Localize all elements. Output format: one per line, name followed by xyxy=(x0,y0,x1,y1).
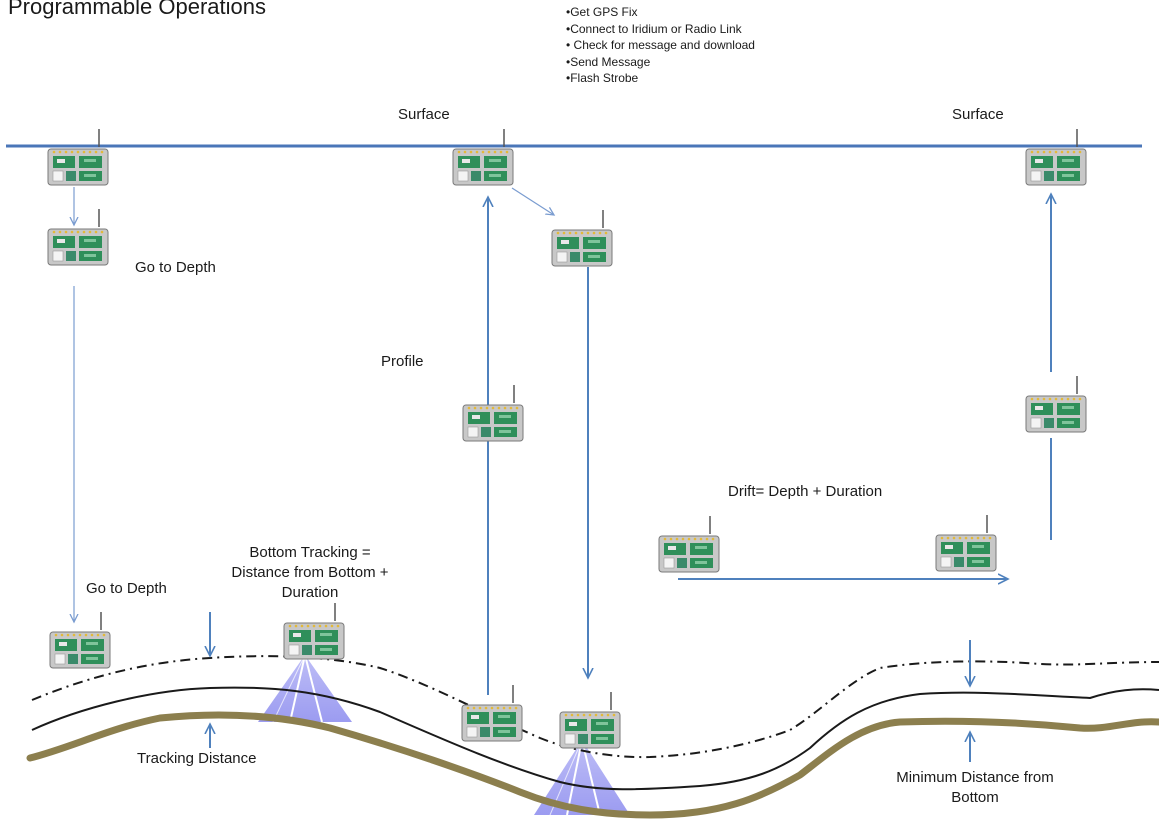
page-title: Programmable Operations xyxy=(8,0,267,19)
float-device-icon xyxy=(935,515,997,572)
arrow-surface-to-dive xyxy=(511,187,554,215)
bottom-tracking-label: Bottom Tracking = Distance from Bottom +… xyxy=(230,543,390,603)
bottom-tracking-line: Duration xyxy=(281,584,339,601)
go-to-depth-label-top: Go to Depth xyxy=(135,259,216,276)
surface-task-item: •Get GPS Fix xyxy=(566,5,638,19)
float-device-icon xyxy=(559,692,621,749)
tracking-distance-label: Tracking Distance xyxy=(137,750,257,767)
go-to-depth-label-bottom: Go to Depth xyxy=(86,580,167,597)
surface-label-left: Surface xyxy=(398,106,450,123)
surface-label-right: Surface xyxy=(952,106,1004,123)
float-device-icon xyxy=(283,603,345,660)
float-device-icon xyxy=(47,129,109,186)
float-device-icon xyxy=(658,516,720,573)
float-device-icon xyxy=(462,385,524,442)
seafloor-line xyxy=(26,711,1159,819)
tracking-line xyxy=(31,686,1159,791)
drift-label: Drift= Depth + Duration xyxy=(728,483,883,500)
bottom-tracking-line: Distance from Bottom + xyxy=(231,564,389,581)
float-device-icon xyxy=(461,685,523,742)
sonar-beam-icon xyxy=(258,654,352,723)
surface-task-item: •Connect to Iridium or Radio Link xyxy=(566,21,742,36)
surface-task-item: •Send Message xyxy=(566,54,651,69)
float-device-icon xyxy=(551,210,613,267)
bottom-tracking-line: Bottom Tracking = xyxy=(249,544,371,561)
float-device-icon xyxy=(49,612,111,669)
minimum-distance-line xyxy=(31,655,1159,759)
minimum-distance-label: Minimum Distance from Bottom xyxy=(860,768,1090,808)
float-device-icon xyxy=(1025,129,1087,186)
float-device-icon xyxy=(47,209,109,266)
minimum-distance-line-text: Minimum Distance from xyxy=(896,769,1054,786)
surface-task-item: •Flash Strobe xyxy=(566,71,639,85)
minimum-distance-line-text: Bottom xyxy=(951,789,999,806)
flow-arrows xyxy=(74,187,1051,762)
float-device-icon xyxy=(452,129,514,186)
profile-label: Profile xyxy=(381,353,424,370)
surface-task-item: • Check for message and download xyxy=(566,38,755,52)
float-device-icon xyxy=(1025,376,1087,433)
surface-task-list: •Get GPS Fix •Connect to Iridium or Radi… xyxy=(566,4,755,87)
